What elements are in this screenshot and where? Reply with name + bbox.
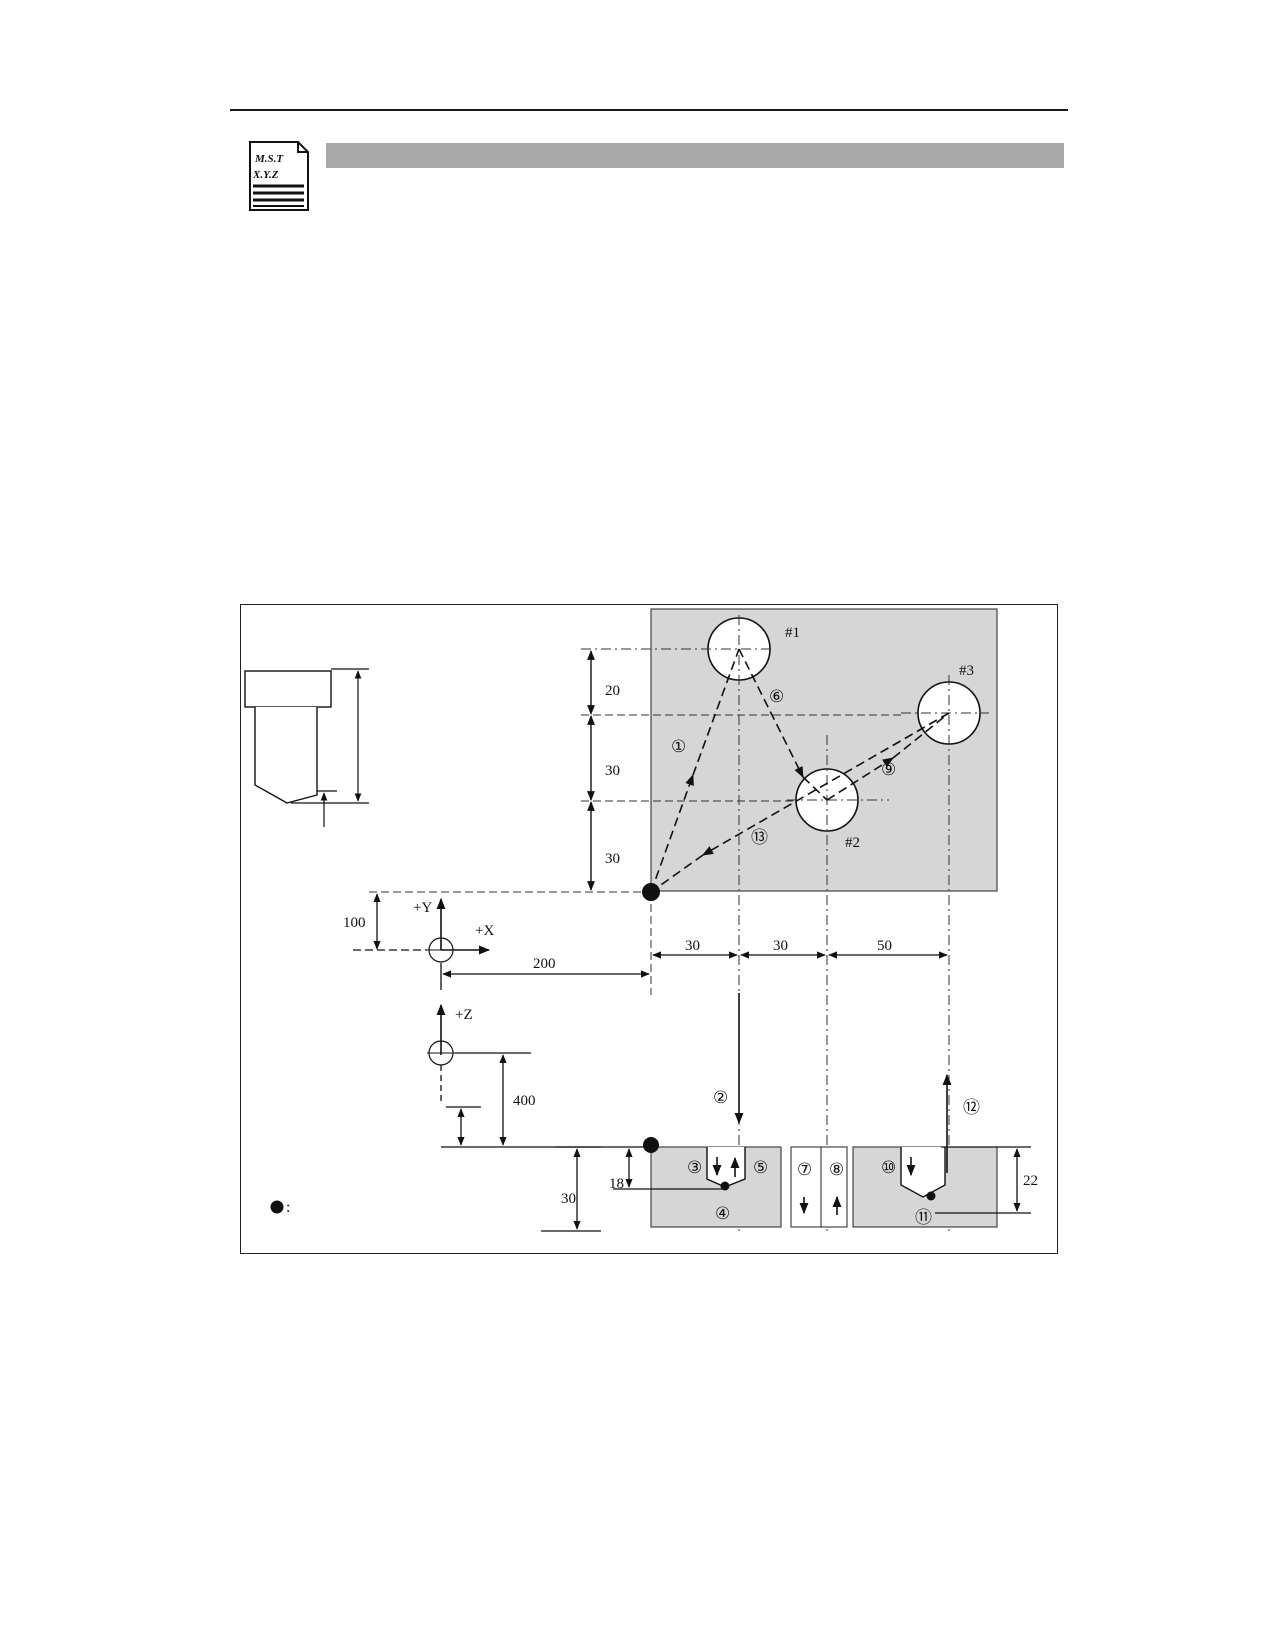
- drilled-hole-1: [706, 1147, 746, 1188]
- dim-x50-text: 50: [877, 938, 892, 954]
- dim-400-text: 400: [513, 1093, 536, 1109]
- dim-z22-text: 22: [1023, 1173, 1038, 1189]
- step-1-label: ①: [671, 737, 686, 756]
- path-step-13-a: [702, 712, 950, 856]
- dim-y30b-text: 30: [605, 851, 620, 867]
- step-7-label: ⑦: [797, 1160, 812, 1179]
- header-rule: [230, 109, 1068, 111]
- hole-1-label: #1: [785, 625, 800, 641]
- axis-plus-x-label: +X: [475, 923, 494, 939]
- datum-lines: [369, 714, 901, 995]
- dim-x30a-text: 30: [685, 938, 700, 954]
- step-13-label: ⑬: [751, 828, 768, 847]
- drilled-hole-3: [900, 1147, 946, 1198]
- step-4-label: ④: [715, 1204, 730, 1223]
- legend-dot: [270, 1200, 284, 1214]
- dim-z30-text: 30: [561, 1191, 576, 1207]
- drilling-diagram: #1 #2 #3 ① ⑥ ⑨ ⑬ 20 30 30: [240, 604, 1058, 1254]
- dim-y30a-text: 30: [605, 763, 620, 779]
- hole-2-label: #2: [845, 835, 860, 851]
- dim-z18-text: 18: [609, 1176, 624, 1192]
- hole-3-label: #3: [959, 663, 974, 679]
- dim-100-text: 100: [343, 915, 366, 931]
- hole-3-bottom-dot: [926, 1191, 936, 1201]
- icon-label-top: M.S.T: [254, 153, 284, 165]
- path-step-1-b: [692, 648, 740, 776]
- path-step-13-b: [650, 854, 704, 893]
- step-3-label: ③: [687, 1158, 702, 1177]
- step-2-label: ②: [713, 1088, 728, 1107]
- axis-plus-z-label: +Z: [455, 1007, 473, 1023]
- step-6-label: ⑥: [769, 687, 784, 706]
- path-step-1-a: [650, 773, 694, 893]
- document-note-icon: M.S.T X.Y.Z: [249, 141, 309, 211]
- section-hole-2: [790, 1146, 848, 1228]
- step-9-label: ⑨: [881, 760, 896, 779]
- hole-1-bottom-dot: [720, 1181, 730, 1191]
- initial-point-dot: [643, 1137, 659, 1153]
- legend-colon: :: [286, 1199, 290, 1216]
- step-10-label: ⑩: [881, 1158, 896, 1177]
- center-lines: [581, 615, 989, 1235]
- step-8-label: ⑧: [829, 1160, 844, 1179]
- section-title-bar: [326, 143, 1064, 168]
- dim-y20-text: 20: [605, 683, 620, 699]
- axis-plus-y-label: +Y: [413, 900, 432, 916]
- path-step-6-end: [802, 776, 828, 801]
- start-point-dot: [642, 883, 660, 901]
- icon-label-bottom: X.Y.Z: [252, 169, 279, 181]
- path-step-9-b: [892, 712, 950, 759]
- step-11-label: ⑪: [915, 1208, 932, 1227]
- diagram-canvas: #1 #2 #3 ① ⑥ ⑨ ⑬ 20 30 30: [244, 608, 1038, 1235]
- dim-x30b-text: 30: [773, 938, 788, 954]
- tool-side-view: [244, 670, 332, 804]
- workpiece-top-view: [650, 608, 998, 892]
- step-5-label: ⑤: [753, 1158, 768, 1177]
- dim-200-text: 200: [533, 956, 556, 972]
- path-step-6: [738, 648, 804, 779]
- step-12-label: ⑫: [963, 1098, 980, 1117]
